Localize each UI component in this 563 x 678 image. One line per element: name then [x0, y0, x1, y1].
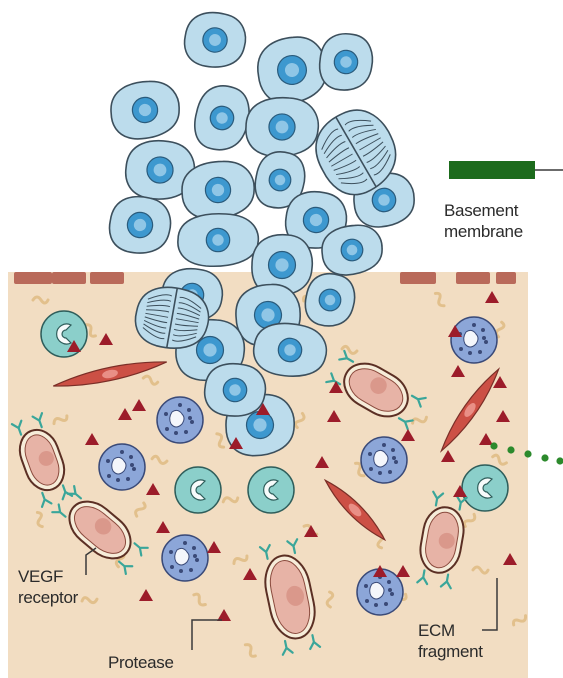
ellipsis-dot	[541, 454, 548, 461]
mast-cell	[361, 437, 407, 483]
basement-membrane-segment	[52, 272, 86, 284]
tumour-cell	[108, 78, 182, 141]
tumour-cell	[106, 193, 174, 257]
basement-membrane-segment	[400, 272, 436, 284]
protease-label: Protease	[108, 652, 174, 673]
vegf-receptor-label: VEGF receptor	[18, 566, 78, 608]
basement-membrane-label: Basement membrane	[444, 200, 523, 242]
mast-cell	[157, 397, 203, 443]
mast-cell	[99, 444, 145, 490]
ellipsis-dot	[556, 457, 563, 464]
tumour-cell	[246, 98, 318, 156]
basement-membrane-segment	[456, 272, 490, 284]
macrophage	[462, 465, 508, 511]
macrophage	[41, 311, 87, 357]
ellipsis-dot	[490, 442, 497, 449]
macrophage	[175, 467, 221, 513]
mast-cell	[162, 535, 208, 581]
basement-membrane-segment	[90, 272, 124, 284]
mast-cell	[451, 317, 497, 363]
tumour-cell	[181, 9, 248, 71]
tumour-cell	[178, 214, 258, 266]
tumour-cell	[318, 32, 375, 93]
basement-membrane-segment	[496, 272, 516, 284]
macrophage	[248, 467, 294, 513]
ellipsis-dot	[507, 446, 514, 453]
ecm-fragment-label: ECM fragment	[418, 620, 483, 662]
ellipsis-dot	[524, 450, 531, 457]
basement-membrane-segment	[14, 272, 52, 284]
basement-membrane-key-bar	[449, 161, 535, 179]
tumour-cell	[190, 81, 255, 155]
